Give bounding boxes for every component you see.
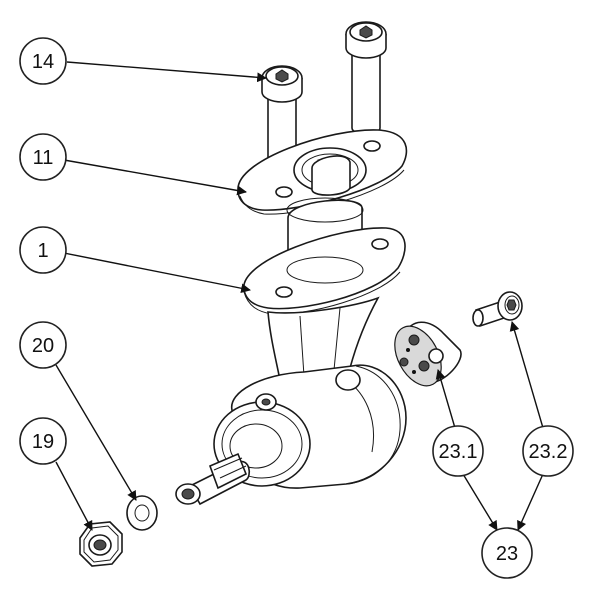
callout-23-1: 23.1 bbox=[432, 425, 484, 477]
callout-23-2-label: 23.2 bbox=[529, 441, 568, 463]
callout-20: 20 bbox=[19, 321, 67, 369]
callout-11-label: 11 bbox=[33, 147, 54, 169]
callout-23-1-label: 23.1 bbox=[439, 441, 478, 463]
leader-1 bbox=[63, 252, 251, 294]
callout-14: 14 bbox=[19, 37, 67, 85]
housing-1 bbox=[175, 197, 407, 506]
callout-1: 1 bbox=[19, 226, 67, 274]
callout-14-label: 14 bbox=[32, 51, 54, 73]
screw-23-2 bbox=[472, 291, 523, 328]
callout-23: 23 bbox=[481, 527, 533, 579]
leader-11 bbox=[63, 159, 247, 196]
callout-20-label: 20 bbox=[32, 335, 54, 357]
callout-1-label: 1 bbox=[37, 240, 48, 262]
nut-19 bbox=[79, 521, 123, 567]
spinner-23-1 bbox=[394, 321, 462, 387]
callout-11: 11 bbox=[19, 133, 67, 181]
leader-23-2 bbox=[509, 321, 544, 429]
leader-23-from-23-1 bbox=[462, 473, 498, 531]
callout-23-label: 23 bbox=[496, 543, 518, 565]
leader-19 bbox=[55, 461, 93, 531]
leader-14 bbox=[66, 61, 267, 83]
callout-19-label: 19 bbox=[32, 431, 54, 453]
flange-plate-11 bbox=[237, 129, 408, 215]
screw-14-left bbox=[261, 65, 303, 172]
screw-14-right bbox=[345, 21, 387, 135]
leader-23-1 bbox=[435, 369, 456, 429]
callout-23-2: 23.2 bbox=[522, 425, 574, 477]
callout-19: 19 bbox=[19, 417, 67, 465]
leader-23-from-23-2 bbox=[517, 473, 544, 531]
leader-20 bbox=[55, 364, 137, 501]
washer-20 bbox=[126, 495, 158, 531]
